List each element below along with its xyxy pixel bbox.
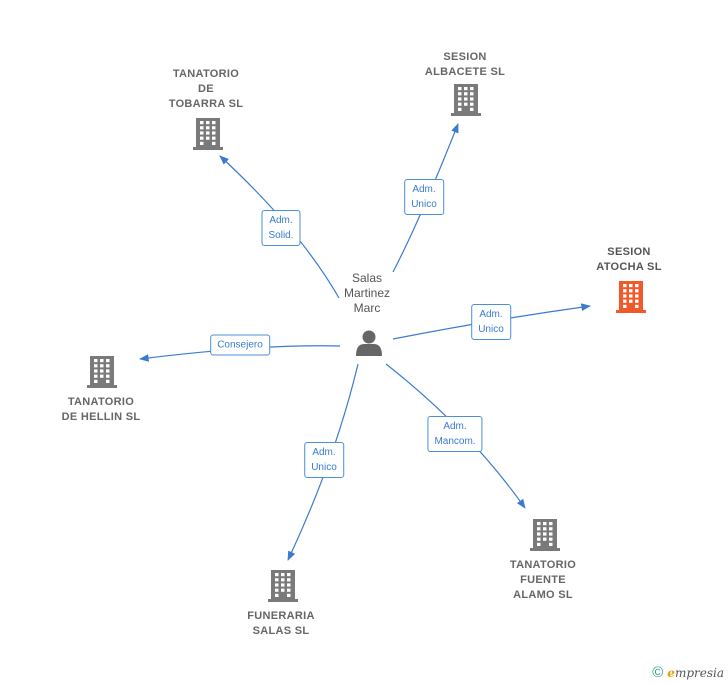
relation-label-sesion-albacete: Adm. Unico [404, 179, 444, 215]
relation-label-tanatorio-fuente-alamo: Adm. Mancom. [427, 416, 483, 452]
relation-label-sesion-atocha: Adm. Unico [471, 304, 511, 340]
building-icon-sesion-atocha[interactable] [616, 281, 646, 313]
company-label-tanatorio-hellin[interactable]: TANATORIO DE HELLIN SL [61, 396, 141, 423]
relation-label-funeraria-salas: Adm. Unico [304, 442, 344, 478]
building-icon-funeraria-salas[interactable] [268, 570, 298, 602]
relation-label-tanatorio-tobarra: Adm. Solid. [261, 210, 301, 246]
copyright-icon: © [652, 664, 664, 681]
building-icon-tanatorio-hellin[interactable] [87, 356, 117, 388]
building-icon-tanatorio-tobarra[interactable] [193, 118, 223, 150]
company-label-sesion-atocha[interactable]: SESION ATOCHA SL [596, 246, 662, 273]
company-label-sesion-albacete[interactable]: SESION ALBACETE SL [424, 51, 506, 78]
footer-brand: © empresia [652, 664, 724, 681]
company-label-tanatorio-fuente-alamo[interactable]: TANATORIO FUENTE ALAMO SL [509, 559, 577, 601]
building-icon-sesion-albacete[interactable] [451, 84, 481, 116]
relation-label-tanatorio-hellin: Consejero [210, 334, 270, 356]
building-icon-tanatorio-fuente-alamo[interactable] [530, 519, 560, 551]
person-name-label: Salas Martinez Marc [343, 271, 391, 315]
person-icon[interactable] [356, 330, 382, 357]
company-label-funeraria-salas[interactable]: FUNERARIA SALAS SL [247, 610, 315, 637]
brand-logo: empresia [667, 665, 724, 680]
company-label-tanatorio-tobarra[interactable]: TANATORIO DE TOBARRA SL [168, 68, 244, 110]
